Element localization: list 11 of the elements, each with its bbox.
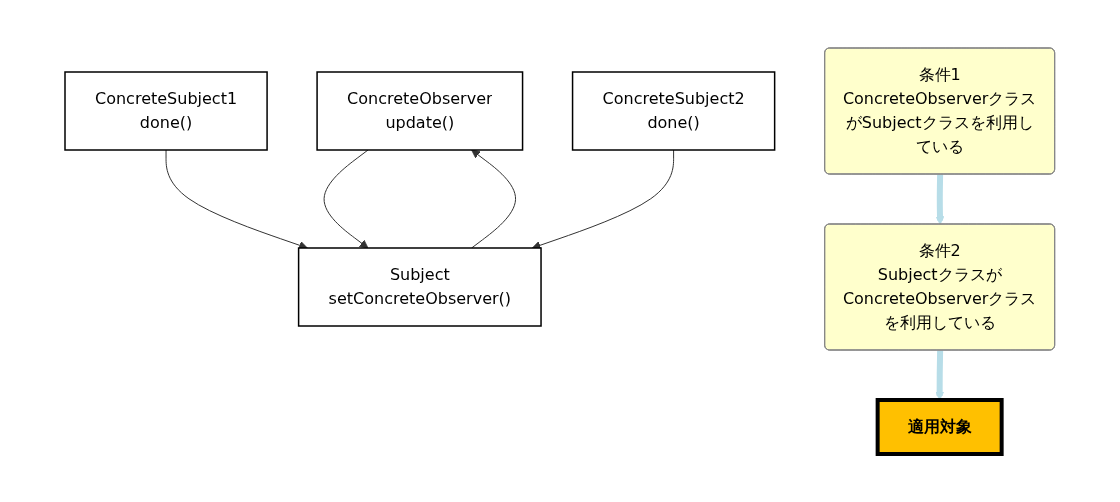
arrow (471, 149, 517, 249)
node-box: Subject setConcreteObserver() (298, 247, 542, 327)
arrow (935, 350, 945, 401)
arrow (323, 149, 369, 249)
node-box: ConcreteObserver update() (316, 71, 524, 151)
node-box: ConcreteSubject1 done() (64, 71, 268, 151)
arrow (532, 149, 675, 250)
node-box: ConcreteSubject2 done() (572, 71, 776, 151)
arrow (165, 149, 308, 250)
arrow (935, 174, 945, 225)
node-box: 適用対象 (875, 398, 1004, 456)
